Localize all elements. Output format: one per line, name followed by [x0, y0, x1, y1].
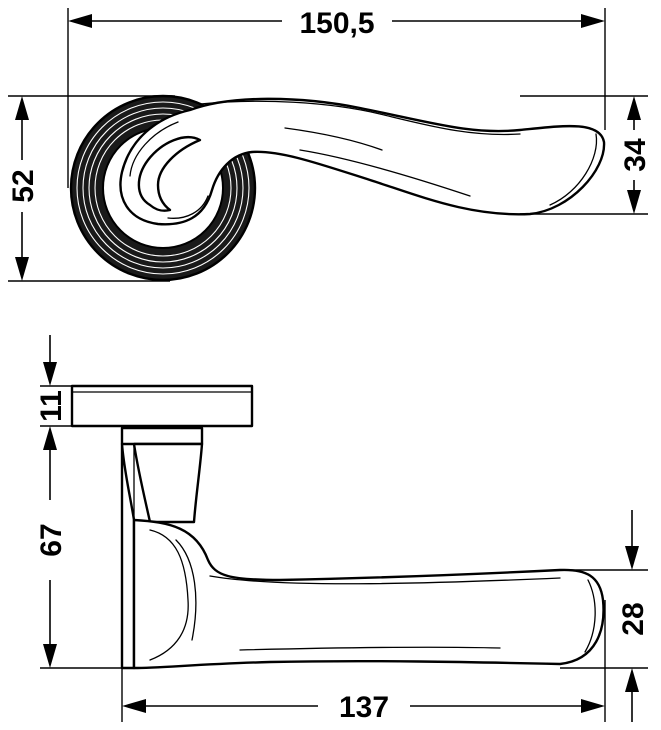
dimension-handle-projection: 67 [35, 523, 68, 668]
label-lever-height: 34 [619, 138, 652, 172]
label-rose-height: 52 [7, 169, 40, 202]
label-overall-length: 150,5 [299, 7, 374, 40]
label-rose-thickness: 11 [35, 390, 68, 422]
label-lever-length: 137 [339, 691, 389, 724]
side-view: 11 67 28 137 [35, 335, 650, 724]
rose-plate-side [70, 384, 254, 428]
lever-arm-side [132, 518, 605, 670]
dimension-rose-height: 52 [7, 96, 40, 281]
lever-handle-top [119, 97, 606, 226]
top-view: 150,5 52 34 [7, 7, 652, 282]
dimension-lever-length: 137 [122, 691, 605, 724]
dimension-rose-thickness: 11 [35, 335, 68, 500]
label-handle-projection: 67 [35, 523, 68, 556]
dimension-overall-length: 150,5 [68, 7, 605, 40]
dimension-lever-height: 34 [619, 96, 652, 214]
label-lever-thickness: 28 [617, 602, 650, 635]
dimension-lever-thickness: 28 [617, 510, 650, 722]
